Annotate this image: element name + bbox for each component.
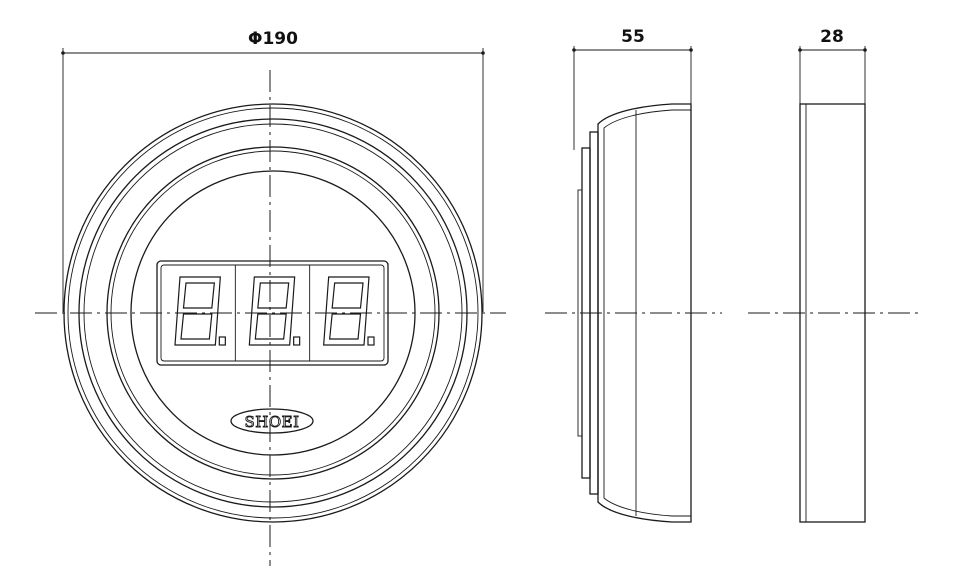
digit-upper-cutout xyxy=(257,282,290,309)
brand-logo: SHOEI xyxy=(230,408,314,434)
decimal-point xyxy=(293,336,301,346)
depth-label: 55 xyxy=(621,27,645,47)
depth-arrow-left xyxy=(572,48,576,52)
side-body-inner-line xyxy=(603,109,691,517)
digit-outline xyxy=(174,276,221,346)
digit-lower-cutout xyxy=(254,313,287,340)
digit-outline xyxy=(323,276,370,346)
digit-lower-cutout xyxy=(329,313,362,340)
diameter-label: Φ190 xyxy=(248,29,298,49)
thickness-dimension: 28 xyxy=(798,27,867,104)
thickness-arrow-right xyxy=(863,48,867,52)
thickness-label: 28 xyxy=(820,27,844,47)
front-view: Φ190 SHOEI xyxy=(35,29,506,566)
diameter-arrow-left xyxy=(61,51,65,55)
thickness-view: 28 xyxy=(748,27,922,523)
diameter-arrow-right xyxy=(481,51,485,55)
side-view: 55 xyxy=(545,27,722,523)
diameter-dimension: Φ190 xyxy=(61,29,485,312)
depth-arrow-right xyxy=(689,48,693,52)
digit-upper-cutout xyxy=(331,282,364,309)
digit-lower-cutout xyxy=(180,313,213,340)
side-body-profile xyxy=(597,103,692,523)
thickness-arrow-left xyxy=(798,48,802,52)
logo-oval xyxy=(230,408,314,434)
bezel-ring-2 xyxy=(67,107,479,519)
logo-text: SHOEI xyxy=(244,413,299,431)
digit-outline xyxy=(248,276,296,346)
depth-dimension: 55 xyxy=(572,27,693,150)
decimal-point xyxy=(218,336,226,346)
decimal-point xyxy=(367,336,375,346)
digit-upper-cutout xyxy=(182,282,215,309)
